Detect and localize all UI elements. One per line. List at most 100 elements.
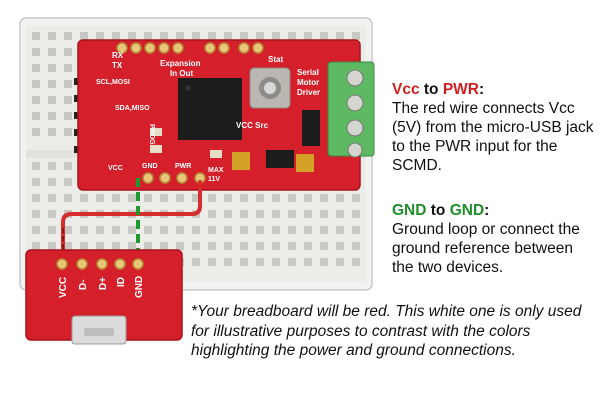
breadboard-hole — [96, 32, 104, 40]
breadboard-hole — [48, 178, 56, 186]
breadboard-hole — [64, 162, 72, 170]
breadboard-hole — [192, 226, 200, 234]
breadboard-hole — [112, 242, 120, 250]
breadboard-hole — [208, 226, 216, 234]
breadboard-hole — [224, 242, 232, 250]
breadboard-hole — [112, 32, 120, 40]
breadboard-hole — [224, 226, 232, 234]
breadboard-hole — [32, 48, 40, 56]
breadboard-hole — [80, 32, 88, 40]
breadboard-hole — [208, 242, 216, 250]
breadboard-hole — [272, 226, 280, 234]
label-motor: Motor — [297, 78, 319, 87]
breadboard-hole — [144, 242, 152, 250]
breadboard-hole — [320, 210, 328, 218]
breadboard-hole — [32, 194, 40, 202]
note-vcc-to-pwr-body: The red wire connects Vcc (5V) from the … — [392, 100, 594, 174]
breadboard-hole — [240, 226, 248, 234]
label-expansion: Expansion — [160, 59, 201, 68]
breadboard-hole — [48, 80, 56, 88]
breadboard-hole — [288, 32, 296, 40]
breadboard-hole — [352, 210, 360, 218]
breadboard-hole — [272, 242, 280, 250]
breadboard-hole — [144, 32, 152, 40]
breadboard-hole — [240, 194, 248, 202]
breadboard-hole — [112, 226, 120, 234]
breadboard-hole — [288, 258, 296, 266]
note-gnd-to-gnd-body: Ground loop or connect the ground refere… — [392, 221, 580, 276]
label-stat: Stat — [268, 55, 283, 64]
breadboard-hole — [192, 32, 200, 40]
breadboard-hole — [64, 242, 72, 250]
usb-label-vcc: VCC — [58, 277, 69, 298]
label-driver: Driver — [297, 88, 320, 97]
breadboard-hole — [64, 48, 72, 56]
breadboard-hole — [32, 96, 40, 104]
breadboard-hole — [240, 242, 248, 250]
breadboard-hole — [80, 194, 88, 202]
label-in-out: In Out — [170, 69, 193, 78]
breadboard-hole — [144, 194, 152, 202]
breadboard-hole — [256, 242, 264, 250]
breadboard-hole — [208, 210, 216, 218]
label-rx: RX — [112, 51, 124, 60]
breadboard-hole — [272, 32, 280, 40]
breadboard-hole — [192, 194, 200, 202]
usb-label-dm: D- — [78, 279, 89, 290]
breadboard-hole — [320, 226, 328, 234]
breadboard-hole — [336, 210, 344, 218]
breadboard-hole — [176, 242, 184, 250]
breadboard-hole — [64, 96, 72, 104]
breadboard-hole — [320, 258, 328, 266]
breadboard-hole — [48, 96, 56, 104]
breadboard-hole — [64, 194, 72, 202]
breadboard-footnote: *Your breadboard will be red. This white… — [191, 303, 582, 359]
breadboard-hole — [304, 226, 312, 234]
breadboard-hole — [80, 242, 88, 250]
breadboard-hole — [288, 226, 296, 234]
breadboard-hole — [80, 226, 88, 234]
breadboard-hole — [144, 226, 152, 234]
breadboard-hole — [128, 32, 136, 40]
note-gnd-to-gnd: GND to GND: Ground loop or connect the g… — [392, 201, 597, 277]
breadboard-hole — [32, 242, 40, 250]
breadboard-hole — [64, 32, 72, 40]
breadboard-hole — [176, 194, 184, 202]
breadboard-hole — [288, 210, 296, 218]
breadboard-hole — [320, 32, 328, 40]
breadboard-hole — [240, 258, 248, 266]
usb-label-gnd: GND — [134, 276, 145, 298]
breadboard-hole — [64, 128, 72, 136]
breadboard-hole — [352, 258, 360, 266]
usb-label-dp: D+ — [98, 277, 109, 290]
breadboard-hole — [336, 242, 344, 250]
label-scl-mosi: SCL,MOSI — [96, 79, 130, 86]
breadboard-hole — [352, 226, 360, 234]
red-wire — [61, 180, 202, 264]
breadboard-hole — [128, 226, 136, 234]
breadboard-hole — [32, 32, 40, 40]
breadboard-hole — [32, 226, 40, 234]
breadboard-hole — [32, 128, 40, 136]
breadboard-hole — [32, 162, 40, 170]
breadboard-hole — [192, 242, 200, 250]
breadboard-hole — [256, 210, 264, 218]
breadboard-hole — [272, 210, 280, 218]
label-board-gnd: GND — [142, 163, 158, 170]
breadboard-hole — [288, 242, 296, 250]
label-max-v: 11V — [208, 176, 220, 183]
label-tx: TX — [112, 61, 123, 70]
breadboard-hole — [128, 194, 136, 202]
breadboard-hole — [128, 242, 136, 250]
breadboard-hole — [336, 258, 344, 266]
breadboard-hole — [224, 258, 232, 266]
breadboard-hole — [160, 242, 168, 250]
breadboard-hole — [208, 258, 216, 266]
breadboard-hole — [304, 258, 312, 266]
board-header-holes — [116, 42, 264, 184]
breadboard-hole — [352, 32, 360, 40]
breadboard-hole — [48, 194, 56, 202]
breadboard-hole — [352, 242, 360, 250]
breadboard-hole — [288, 194, 296, 202]
